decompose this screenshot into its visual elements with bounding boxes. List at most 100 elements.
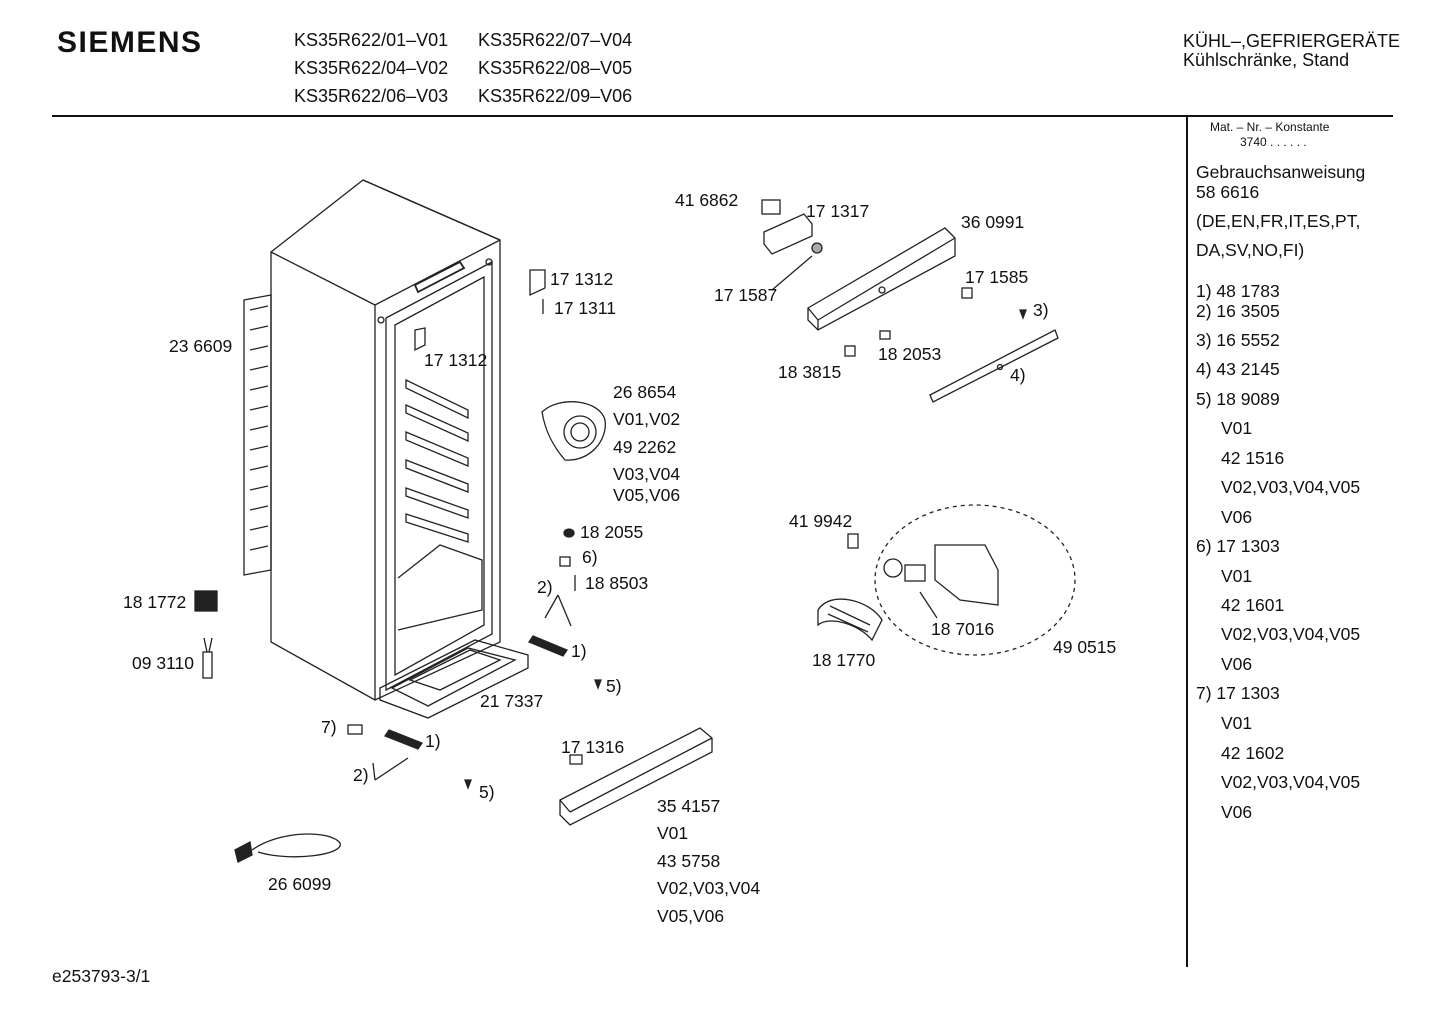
part-label: 26 8654 <box>613 382 677 402</box>
part-label: 18 8503 <box>585 573 649 593</box>
model-number: KS35R622/01–V01 <box>294 30 449 50</box>
document-id: e253793-3/1 <box>52 966 151 986</box>
part-label: 18 7016 <box>931 619 995 639</box>
part-label: 5) <box>479 782 495 802</box>
sidebar-item: 7) 17 1303 <box>1196 683 1280 703</box>
material-number-header: Mat. – Nr. – Konstante <box>1210 120 1330 134</box>
part-label: V05,V06 <box>657 906 725 926</box>
lamp-holder <box>761 199 823 291</box>
part-label: V03,V04 <box>613 464 681 484</box>
header-divider <box>52 115 1393 117</box>
material-number-value: 3740 . . . . . . <box>1240 135 1307 149</box>
part-label: 3) <box>1033 300 1049 320</box>
part-label: 7) <box>321 717 337 737</box>
sidebar-item: 5) 18 9089 <box>1196 389 1280 409</box>
part-label: 49 2262 <box>613 437 677 457</box>
part-label: 18 1770 <box>812 650 876 670</box>
sidebar-item: V06 <box>1221 802 1253 822</box>
model-number: KS35R622/07–V04 <box>478 30 633 50</box>
part-label: 5) <box>606 676 622 696</box>
part-label: 2) <box>353 765 369 785</box>
part-label: 23 6609 <box>169 336 233 356</box>
sidebar-item: 4) 43 2145 <box>1196 359 1280 379</box>
bottom-tray <box>379 639 529 719</box>
hinge-part <box>384 729 423 750</box>
part-label: 41 6862 <box>675 190 739 210</box>
sidebar-item: 2) 16 3505 <box>1196 301 1280 321</box>
category-subtitle: Kühlschränke, Stand <box>1183 50 1350 70</box>
brand-logo: SIEMENS <box>57 26 203 59</box>
sidebar-item: 42 1516 <box>1221 448 1285 468</box>
capacitor <box>202 637 213 679</box>
lamp-bulb <box>847 533 859 549</box>
sidebar-item: 6) 17 1303 <box>1196 536 1280 556</box>
sidebar-item: V01 <box>1221 713 1253 733</box>
thermostat-detail <box>874 504 1076 656</box>
part-label: 18 2055 <box>580 522 644 542</box>
small-part <box>347 724 363 735</box>
cabinet <box>270 179 501 701</box>
control-panel-cover <box>807 227 956 331</box>
sidebar-item: V02,V03,V04,V05 <box>1221 477 1361 497</box>
part-label: 18 1772 <box>123 592 187 612</box>
part-label: 17 1311 <box>554 298 616 318</box>
part-label: 1) <box>571 641 587 661</box>
hinge-bracket <box>414 269 546 352</box>
sidebar-item: V01 <box>1221 418 1253 438</box>
part-label: 09 3110 <box>132 653 194 673</box>
part-label: 2) <box>537 577 553 597</box>
clip-part <box>844 345 856 357</box>
sidebar-item: V02,V03,V04,V05 <box>1221 624 1361 644</box>
sidebar-item: V01 <box>1221 566 1253 586</box>
manual-title: Gebrauchsanweisung <box>1196 162 1366 182</box>
part-label: 49 0515 <box>1053 637 1117 657</box>
part-label: 6) <box>582 547 598 567</box>
condenser <box>243 294 272 576</box>
part-label: V01,V02 <box>613 409 681 429</box>
part-label: 1) <box>425 731 441 751</box>
part-label: 41 9942 <box>789 511 853 531</box>
switch-part <box>961 287 973 299</box>
small-part <box>563 528 575 538</box>
lamp-cover <box>817 598 883 642</box>
sidebar-item: V06 <box>1221 507 1253 527</box>
manual-number: 58 6616 <box>1196 182 1260 202</box>
clip-part <box>879 330 891 340</box>
sidebar-item: 3) 16 5552 <box>1196 330 1280 350</box>
hinge-part <box>528 635 568 657</box>
part-label: 21 7337 <box>480 691 544 711</box>
part-label: 17 1312 <box>550 269 614 289</box>
part-label: 36 0991 <box>961 212 1025 232</box>
part-label: 26 6099 <box>268 874 332 894</box>
model-number: KS35R622/08–V05 <box>478 58 633 78</box>
part-label: V05,V06 <box>613 485 681 505</box>
part-label: 17 1585 <box>965 267 1029 287</box>
door-cover <box>559 727 713 826</box>
power-cord <box>234 833 341 863</box>
part-label: 18 2053 <box>878 344 942 364</box>
model-number: KS35R622/09–V06 <box>478 86 633 106</box>
sidebar-divider <box>1186 115 1188 967</box>
sidebar-item: 42 1602 <box>1221 743 1285 763</box>
part-label: 17 1316 <box>561 737 625 757</box>
trim-strip <box>929 329 1059 403</box>
relay-block <box>194 590 218 612</box>
small-part <box>559 556 571 567</box>
part-label: 17 1587 <box>714 285 778 305</box>
part-label: 43 5758 <box>657 851 721 871</box>
part-label: 17 1317 <box>806 201 870 221</box>
part-label: V01 <box>657 823 689 843</box>
sidebar-item: 42 1601 <box>1221 595 1285 615</box>
category-title: KÜHL–,GEFRIERGERÄTE <box>1183 31 1401 51</box>
part-label: 4) <box>1010 365 1026 385</box>
manual-languages: DA,SV,NO,FI) <box>1196 240 1305 260</box>
part-label: 17 1312 <box>424 350 488 370</box>
manual-languages: (DE,EN,FR,IT,ES,PT, <box>1196 211 1361 231</box>
model-number: KS35R622/06–V03 <box>294 86 449 106</box>
part-label: 35 4157 <box>657 796 721 816</box>
sidebar-item: V06 <box>1221 654 1253 674</box>
fan-cover <box>541 401 606 461</box>
sidebar-item: 1) 48 1783 <box>1196 281 1280 301</box>
sidebar-item: V02,V03,V04,V05 <box>1221 772 1361 792</box>
